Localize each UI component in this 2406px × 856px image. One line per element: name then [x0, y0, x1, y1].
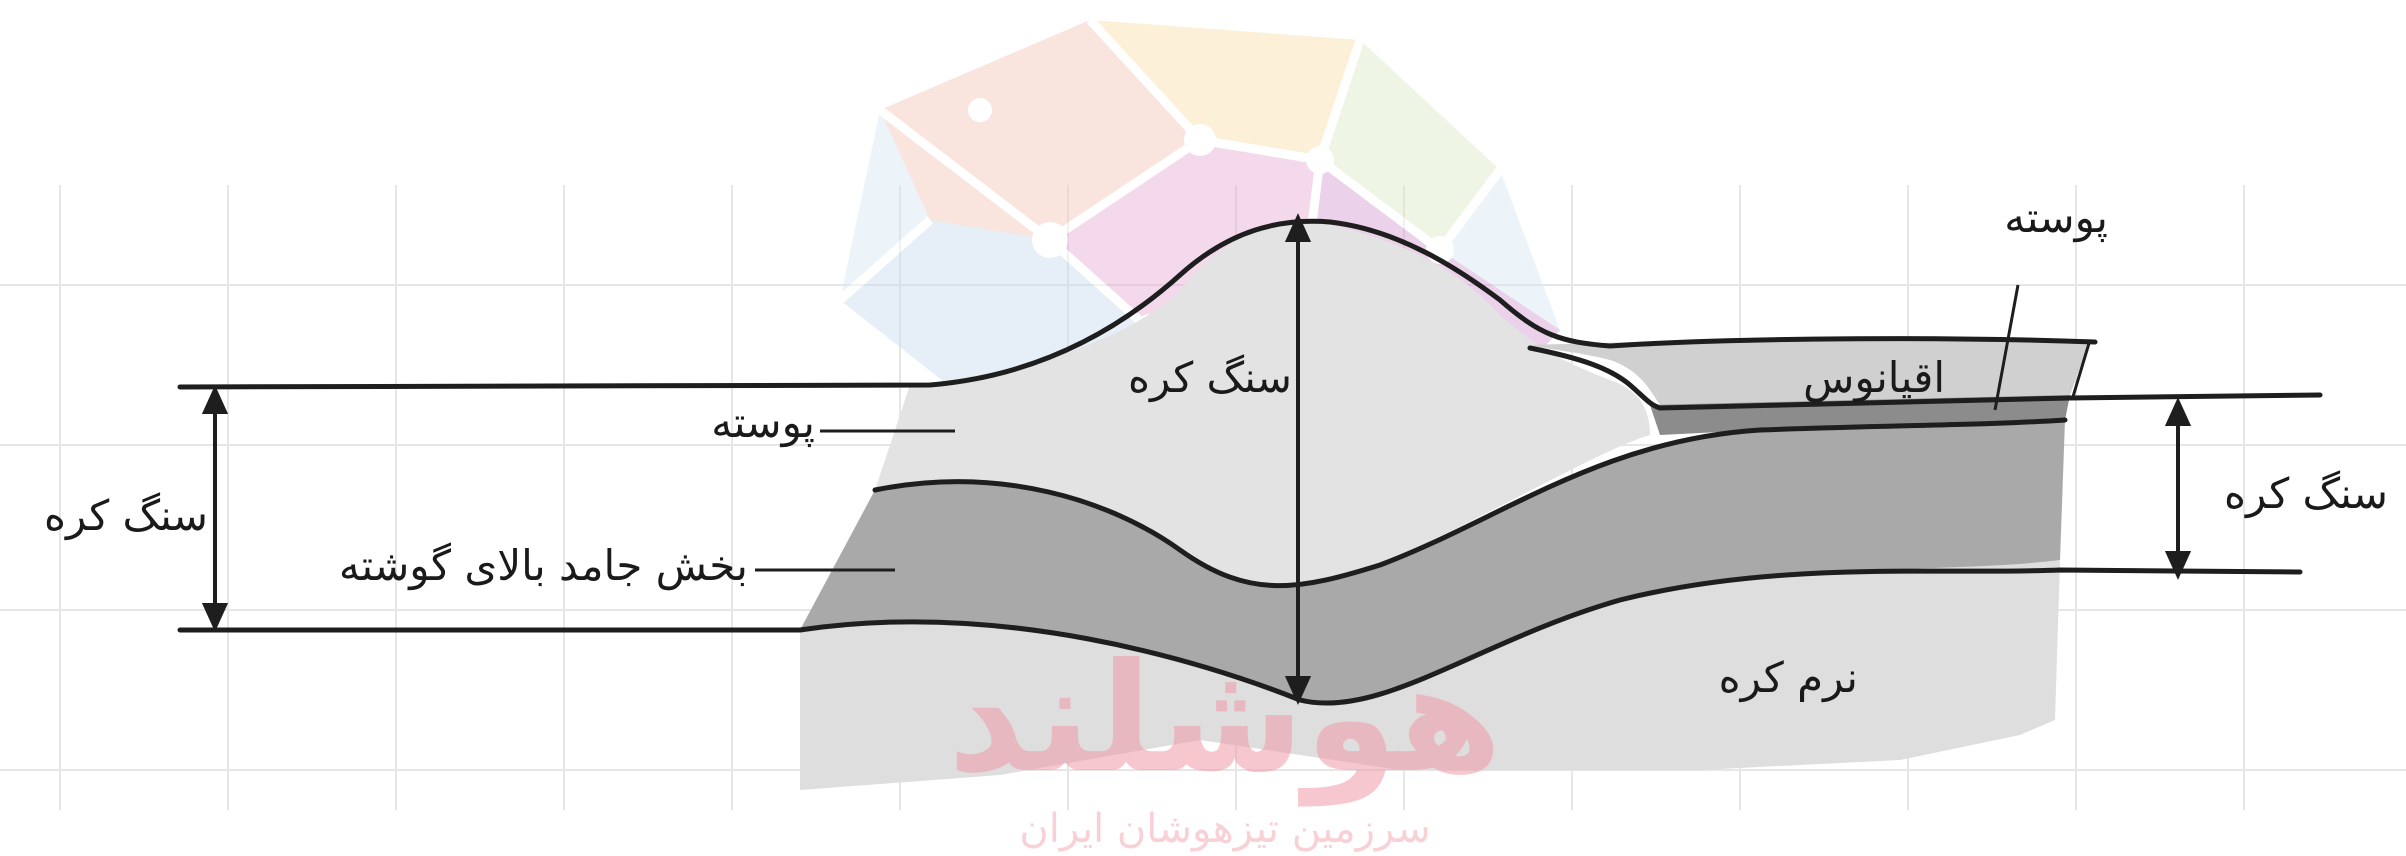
crust-top-right-label: پوسته — [2004, 193, 2108, 243]
upper-mantle-solid-label: بخش جامد بالای گوشته — [339, 541, 748, 590]
ocean-edge-line — [2070, 339, 2092, 401]
asthenosphere-label: نرم کره — [1719, 653, 1858, 702]
boundary-lines — [177, 218, 2323, 706]
watermark-tagline: سرزمین تیزهوشان ایران — [1019, 806, 1430, 852]
leader-lines — [755, 284, 2020, 572]
ocean-label: اقیانوس — [1803, 353, 1945, 402]
lithosphere-right-label: سنگ کره — [2224, 469, 2388, 518]
asthenosphere-region — [800, 560, 2060, 790]
ocean-region — [1530, 337, 2090, 405]
lithosphere-left-label: سنگ کره — [44, 491, 208, 540]
lithosphere-right-arrow — [2164, 397, 2192, 580]
crust-left-label: پوسته — [711, 398, 815, 448]
lithospheric-mantle-region — [800, 420, 2065, 704]
lithosphere-center-label: سنگ کره — [1128, 353, 1292, 402]
watermark-brand: هوشلند — [948, 632, 1503, 807]
lithosphere-center-arrow — [1284, 213, 1312, 705]
lithosphere-left-arrow — [201, 385, 229, 632]
